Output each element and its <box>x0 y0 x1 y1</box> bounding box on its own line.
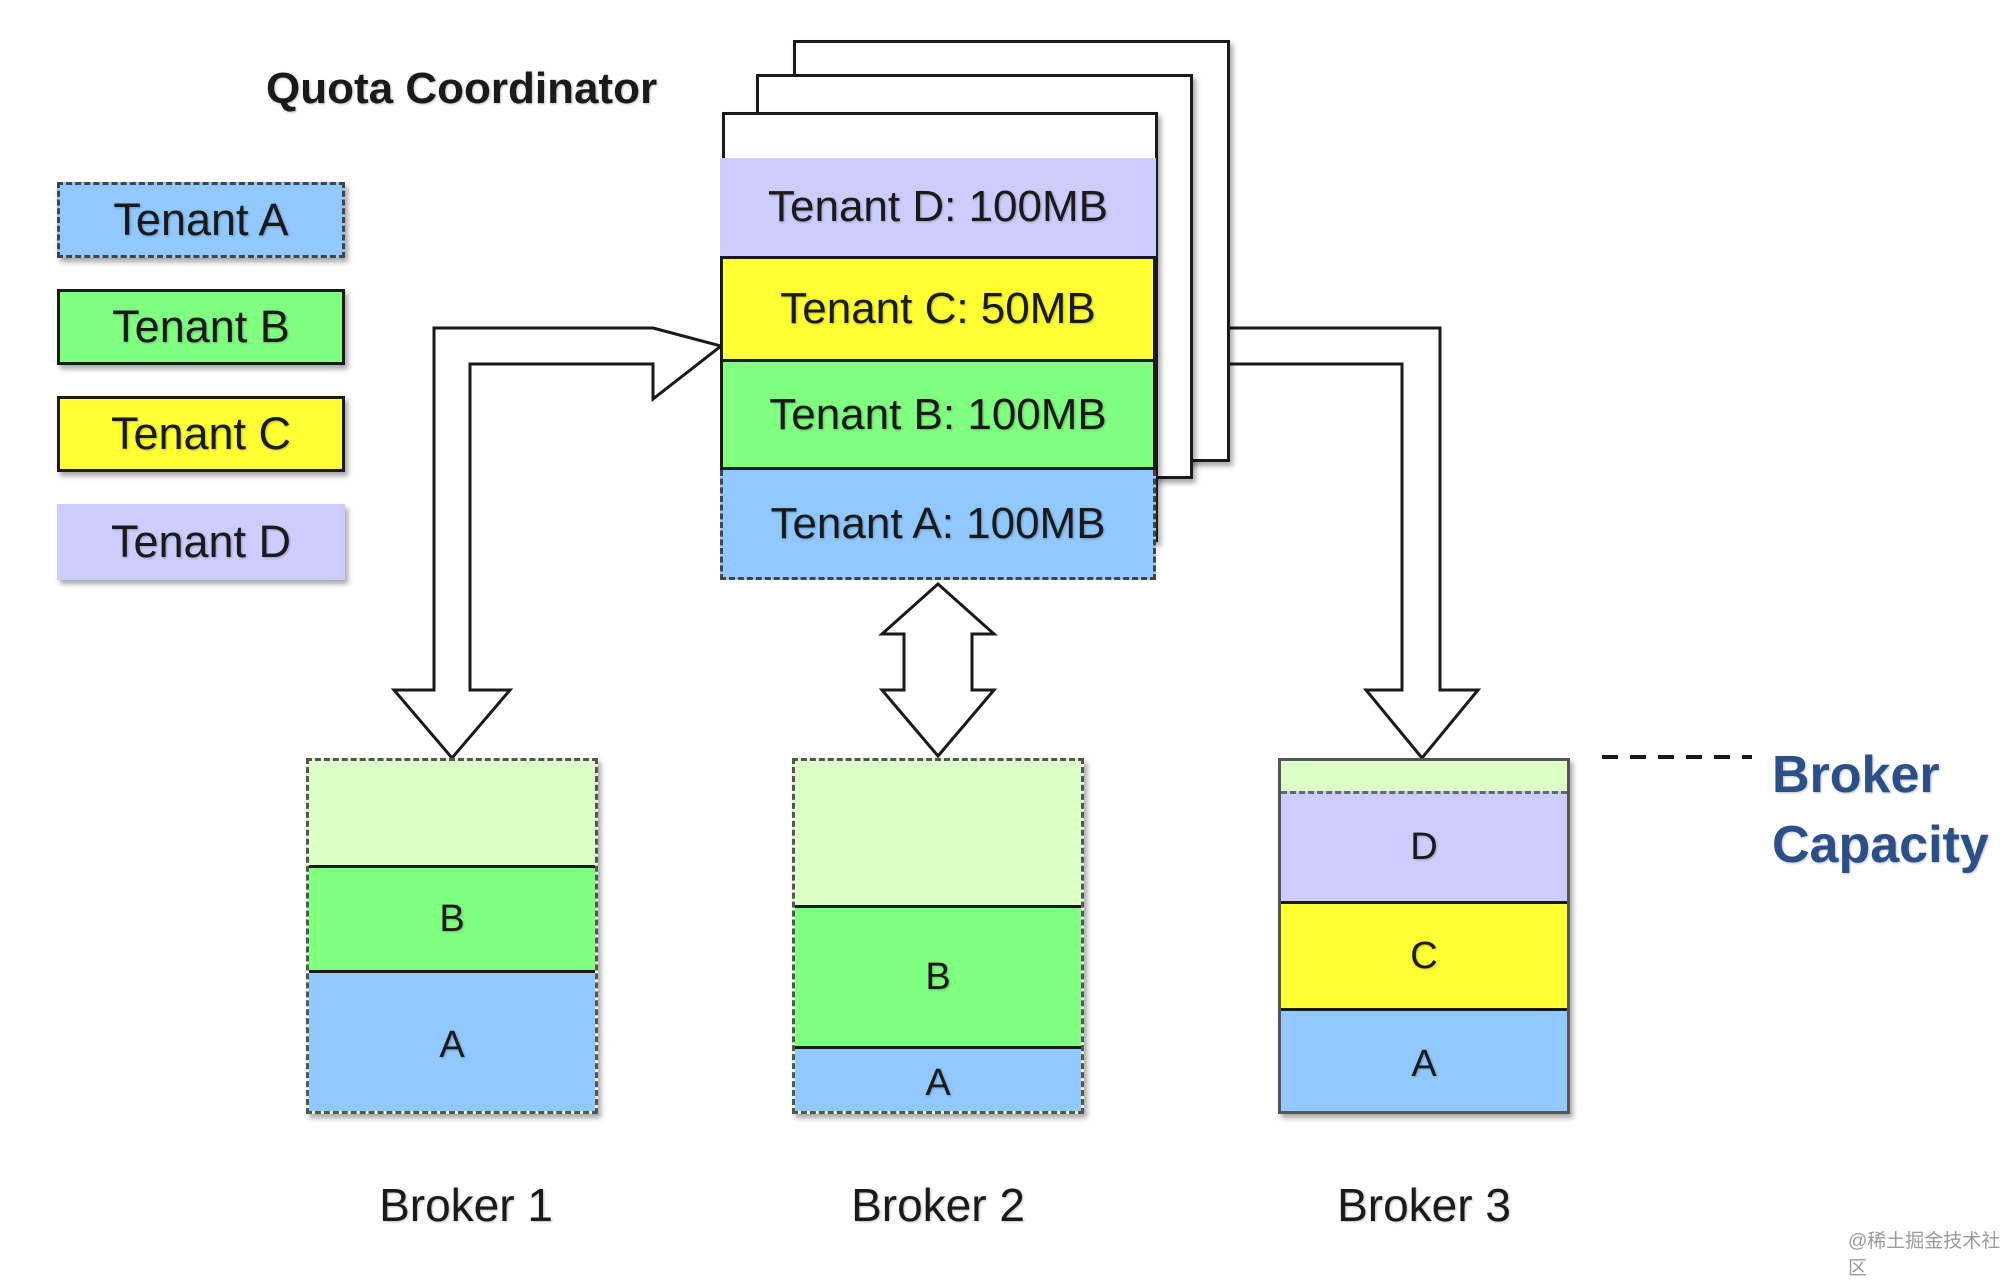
quota-row-tenant-b: Tenant B: 100MB <box>720 362 1156 470</box>
broker-1-segment-a: A <box>309 973 595 1111</box>
broker-1-label: Broker 1 <box>379 1179 553 1231</box>
arrow-broker2-coordinator <box>878 581 998 759</box>
quota-row-tenant-c: Tenant C: 50MB <box>720 256 1156 362</box>
broker-3-label: Broker 3 <box>1337 1179 1511 1231</box>
broker-3-segment-d: D <box>1281 791 1567 901</box>
arrow-broker1-coordinator <box>390 326 725 761</box>
broker-3-box: D C A <box>1278 758 1570 1114</box>
legend-tenant-d: Tenant D <box>57 504 345 580</box>
broker-capacity-line2: Capacity <box>1772 816 1989 874</box>
legend-tenant-a: Tenant A <box>57 182 345 258</box>
watermark: @稀土掘金技术社区 <box>1848 1231 2001 1279</box>
legend-tenant-c: Tenant C <box>57 396 345 472</box>
broker-capacity-line1: Broker <box>1772 746 1940 804</box>
broker-capacity-label: Broker Capacity <box>1772 740 1989 880</box>
quota-row-tenant-a: Tenant A: 100MB <box>720 470 1156 580</box>
broker-3-segment-c: C <box>1281 901 1567 1011</box>
capacity-dashed-line <box>1602 755 1752 759</box>
legend-tenant-b: Tenant B <box>57 289 345 365</box>
broker-2-segment-b: B <box>795 905 1081 1049</box>
coordinator-title: Quota Coordinator <box>266 64 658 113</box>
broker-2-segment-a: A <box>795 1049 1081 1111</box>
broker-2-box: B A <box>792 758 1084 1114</box>
quota-row-tenant-d: Tenant D: 100MB <box>720 158 1156 256</box>
broker-2-label: Broker 2 <box>851 1179 1025 1231</box>
broker-3-segment-a: A <box>1281 1011 1567 1111</box>
broker-1-box: B A <box>306 758 598 1114</box>
broker-1-segment-b: B <box>309 865 595 973</box>
